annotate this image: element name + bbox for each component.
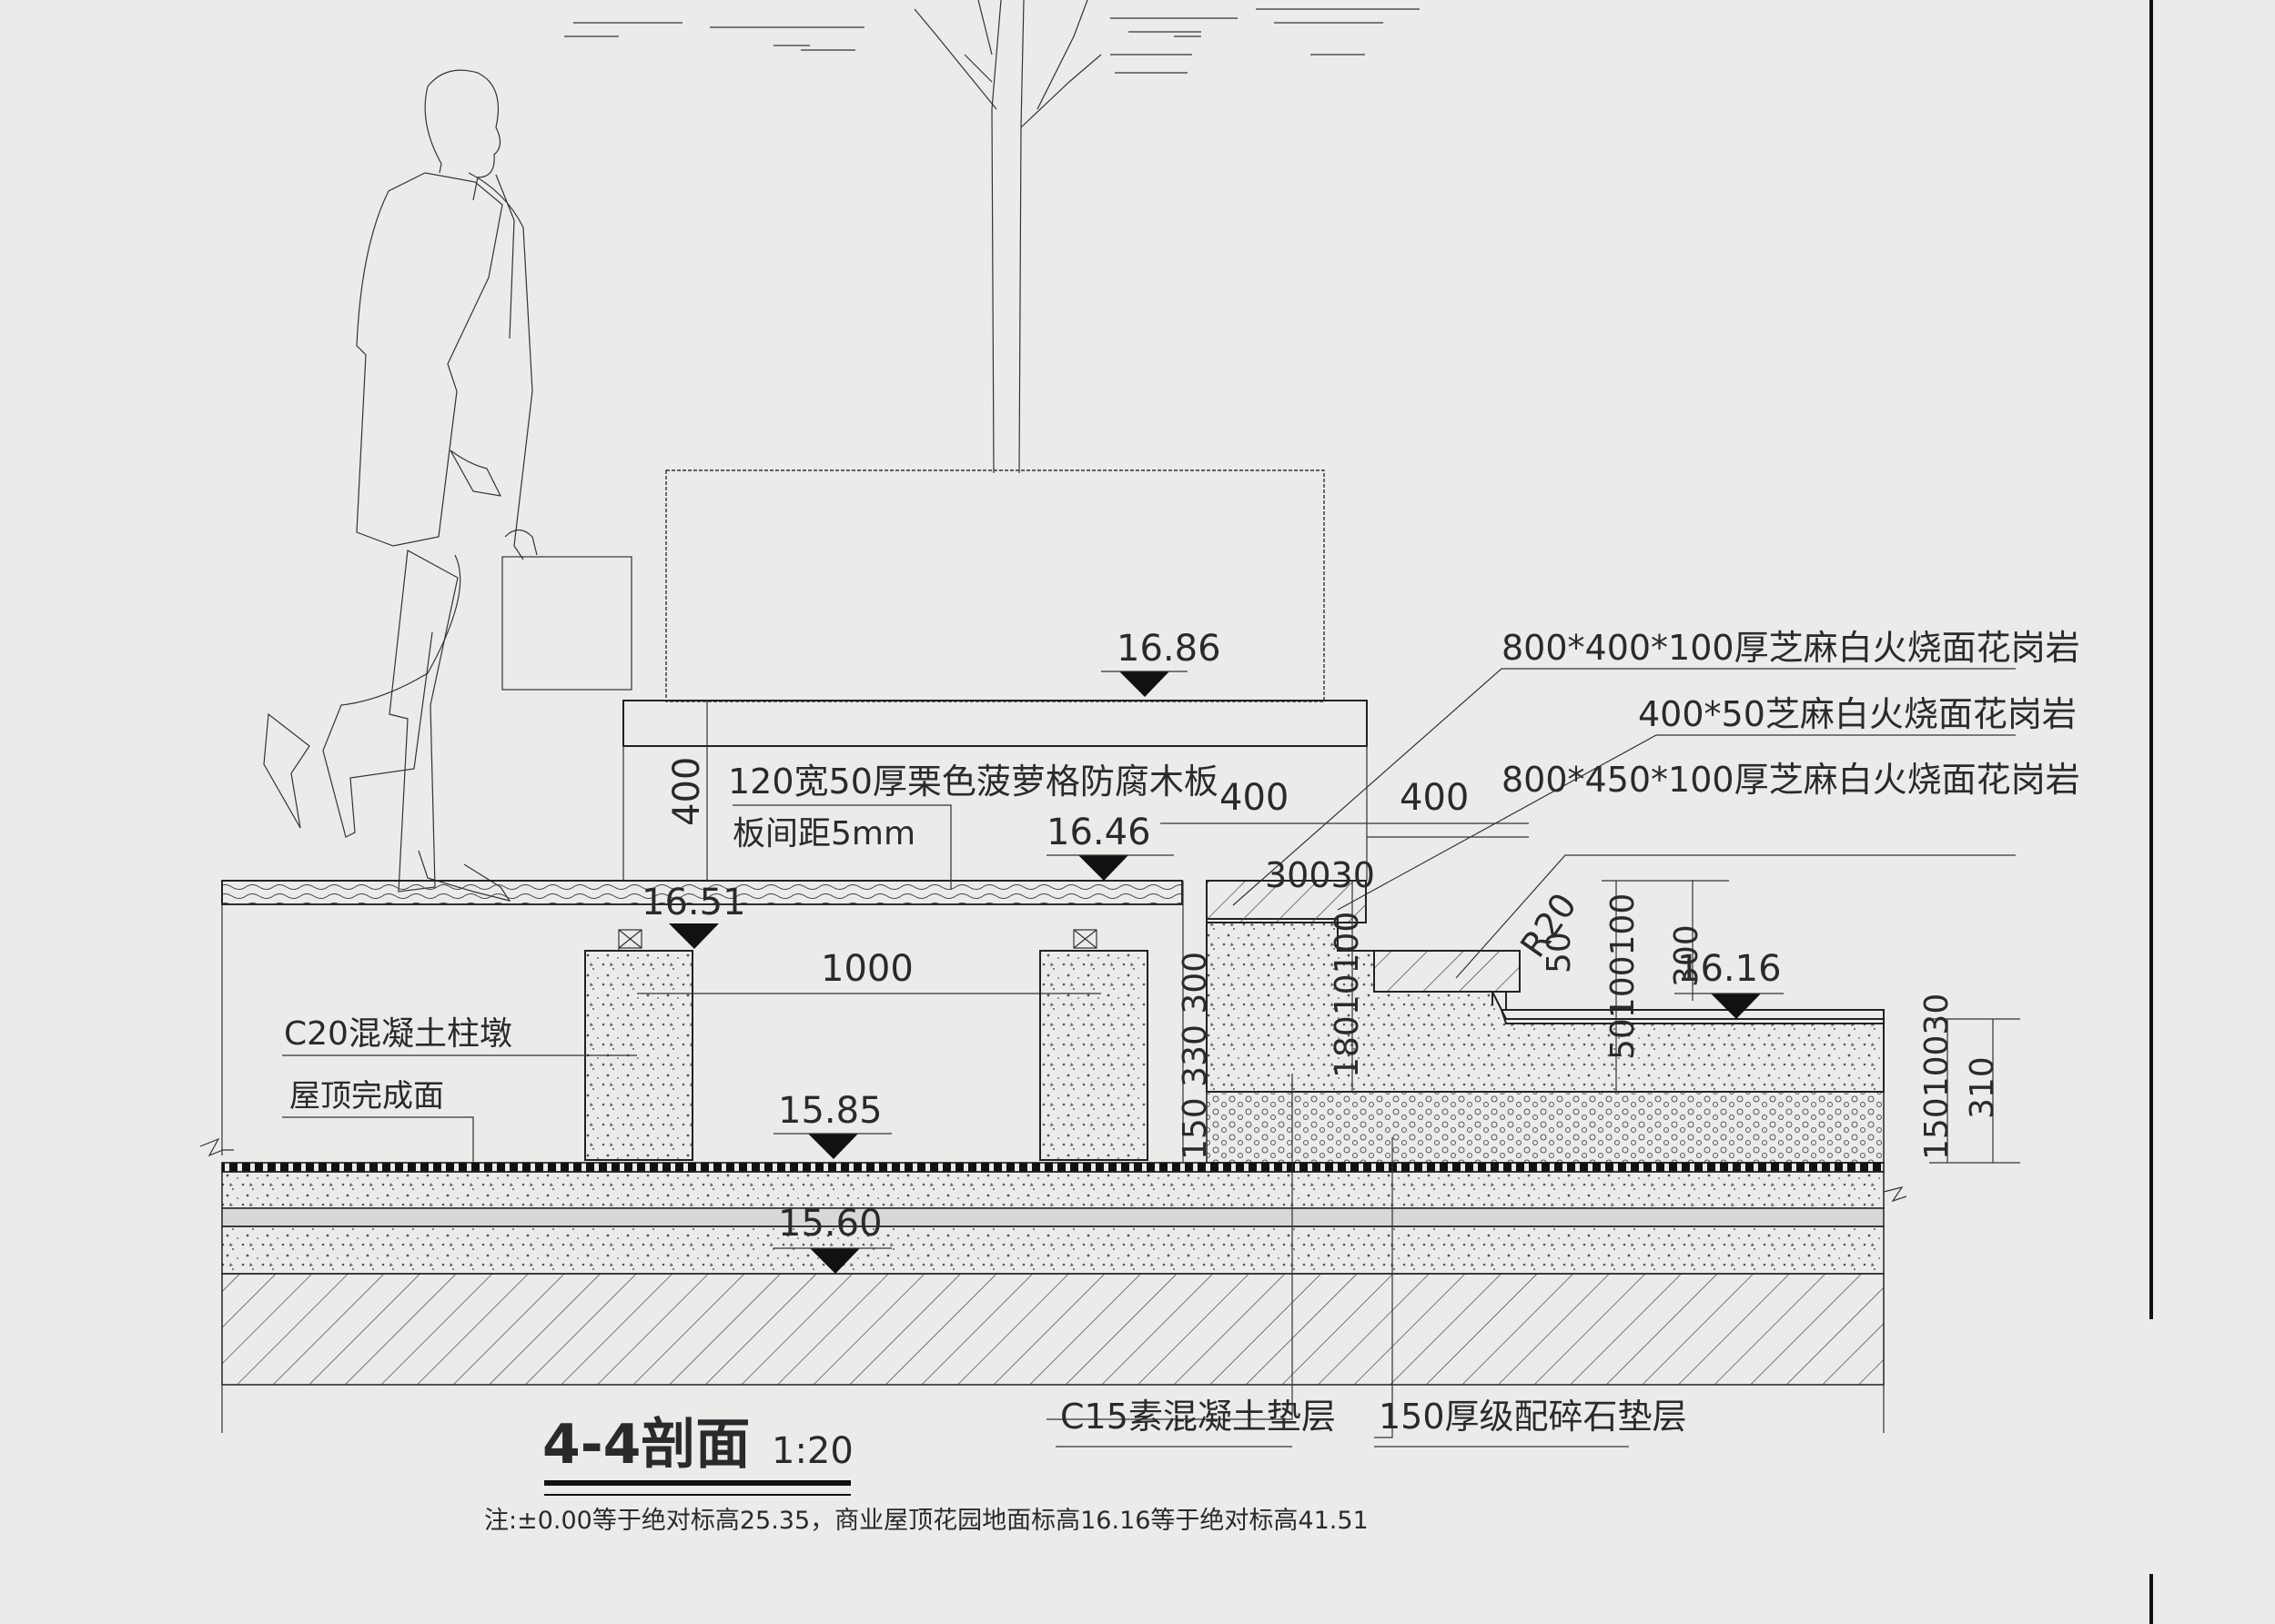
elev-marker-1616: [1674, 993, 1784, 1019]
callout-c15: C15素混凝土垫层: [1060, 1397, 1336, 1437]
planter-box: [665, 469, 1325, 702]
footnote: 注:±0.00等于绝对标高25.35，商业屋顶花园地面标高16.16等于绝对标高…: [484, 1507, 1369, 1535]
dim-50: 50: [1541, 932, 1578, 973]
dim-step2: 400: [1400, 777, 1469, 819]
elev-marker-1585: [774, 1133, 892, 1159]
elev-marker-1646: [1046, 854, 1174, 881]
elev-marker-1560: [774, 1247, 892, 1274]
elev-text-1686: 16.86: [1117, 628, 1221, 670]
section-title: 4-4剖面: [542, 1413, 750, 1477]
section-scale: 1:20: [772, 1430, 854, 1472]
dim-pier-spacing: 1000: [821, 948, 914, 990]
dim-right-150100: 15010030: [1918, 994, 1956, 1160]
leader-lines: [282, 668, 2016, 1447]
callout-board-gap: 板间距5mm: [733, 815, 915, 852]
tree: [564, 0, 1420, 474]
callout-gravel: 150厚级配碎石垫层: [1379, 1397, 1687, 1437]
concrete-pier-right: [1039, 950, 1148, 1161]
callout-granite-800-400: 800*400*100厚芝麻白火烧面花岗岩: [1502, 628, 2080, 668]
person-figure: [263, 69, 632, 902]
dim-180-10: 18010100: [1329, 912, 1366, 1078]
elev-text-1651: 16.51: [642, 882, 746, 923]
elev-text-1560: 15.60: [778, 1203, 883, 1245]
insulation-layer: [221, 1207, 1885, 1227]
step-granite-top: [1206, 880, 1367, 923]
dim-right-stack: 50100100: [1604, 893, 1642, 1060]
dimension-lines: [637, 701, 2020, 1164]
dim-right-310: 310: [1964, 1056, 2001, 1119]
dim-seat-height: 400: [666, 757, 708, 826]
dim-300-330-150: 150 330 300: [1177, 952, 1214, 1160]
screed-layer: [221, 1171, 1885, 1209]
elev-text-1616: 16.16: [1677, 948, 1782, 990]
seat-cap: [622, 700, 1368, 747]
dim-right-300: 300: [1668, 924, 1705, 987]
step-granite-bottom: [1500, 1009, 1885, 1024]
waterproof-membrane: [221, 1162, 1885, 1173]
callout-roof-finish: 屋顶完成面: [289, 1078, 444, 1115]
gravel-layer: [1206, 1091, 1885, 1164]
callout-pier: C20混凝土柱墩: [284, 1015, 512, 1053]
elev-marker-1651: [669, 923, 719, 949]
elev-marker-1686: [1101, 671, 1188, 697]
structural-slab: [221, 1273, 1885, 1386]
callout-granite-800-450: 800*450*100厚芝麻白火烧面花岗岩: [1502, 760, 2080, 800]
elev-text-1585: 15.85: [778, 1090, 883, 1132]
concrete-layer: [221, 1226, 1885, 1275]
elev-text-1646: 16.46: [1046, 812, 1151, 853]
dim-step1: 400: [1219, 777, 1289, 819]
step-granite-mid: [1373, 950, 1521, 993]
wood-deck: [221, 880, 1183, 905]
callout-wood-board: 120宽50厚栗色菠萝格防腐木板: [728, 762, 1218, 802]
callout-granite-400-50: 400*50芝麻白火烧面花岗岩: [1638, 694, 2077, 734]
dim-step-detail: 30030: [1265, 855, 1375, 895]
